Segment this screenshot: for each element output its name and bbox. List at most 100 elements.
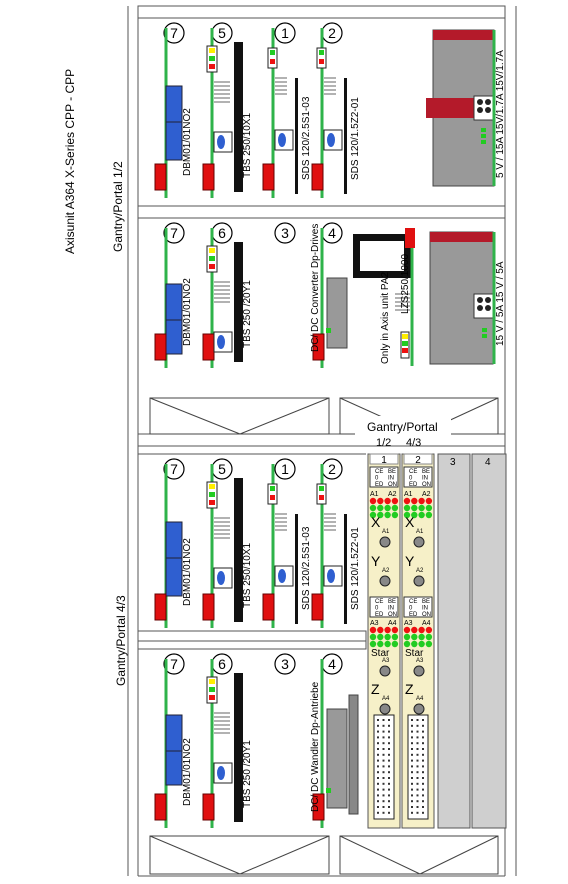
pin — [422, 782, 424, 785]
pin — [416, 800, 419, 803]
slot-number: 7 — [170, 25, 178, 41]
led-green — [425, 504, 433, 512]
pin — [382, 759, 385, 762]
led-green — [391, 633, 399, 641]
slot-number-circle — [274, 458, 296, 480]
pin — [422, 753, 424, 756]
status-badge: CE — [409, 599, 417, 605]
blue-module — [165, 283, 183, 321]
blue-module — [165, 557, 183, 597]
row-label: A3 — [404, 620, 413, 627]
axis-card-slot-number: 1 — [381, 455, 387, 466]
pin — [422, 777, 424, 779]
pin — [377, 765, 379, 768]
pin — [411, 782, 413, 785]
axis-letter: Z — [405, 681, 414, 697]
slot-number: 4 — [328, 225, 336, 241]
pin — [377, 748, 379, 750]
blue-indicator — [217, 766, 225, 780]
backplane-bar — [234, 42, 243, 192]
axis-connector — [413, 665, 425, 677]
pin — [416, 736, 419, 739]
pin — [411, 800, 413, 803]
pin — [422, 736, 424, 739]
status-badge: CE — [375, 469, 383, 475]
status-badge: ED — [409, 612, 418, 618]
pin — [416, 765, 419, 768]
pin — [416, 748, 419, 750]
blue-module — [165, 121, 183, 161]
led-red — [403, 497, 411, 505]
axis-letter: X — [371, 514, 381, 530]
slot-number-circle — [163, 653, 185, 675]
status-badge: IN — [422, 606, 428, 612]
axis-sub-label: A2 — [416, 568, 424, 574]
led-green — [425, 640, 433, 648]
blue-indicator — [217, 335, 225, 349]
blue-indicator — [217, 571, 225, 585]
led-green — [411, 511, 418, 519]
psu-rack-1-label: 5 V / 15A 15V/1.7A 15V/1.7A — [495, 50, 506, 178]
row-label: A2 — [388, 491, 397, 498]
pin — [382, 782, 385, 785]
status-badge: CE — [375, 599, 383, 605]
module-label: Only in Axis unit PA2 — [380, 271, 391, 364]
pin — [388, 806, 390, 808]
led-green — [270, 50, 275, 55]
led-green — [369, 640, 377, 648]
status-badge: 0 — [409, 606, 413, 612]
axis-letter: Y — [371, 553, 381, 569]
pin — [411, 748, 413, 750]
pin — [377, 759, 379, 762]
led-yellow — [209, 484, 215, 489]
pin — [382, 794, 385, 797]
led-green — [369, 504, 377, 512]
pin — [377, 736, 379, 739]
slot-number-circle — [163, 458, 185, 480]
led-red — [369, 626, 377, 634]
blue-indicator — [278, 133, 286, 147]
pin — [388, 771, 390, 774]
blue-module — [165, 521, 183, 559]
module-label: TBS 250 /20Y1 — [242, 740, 253, 808]
pin — [377, 753, 379, 756]
pin — [382, 719, 385, 721]
slot-number-circle — [274, 22, 296, 44]
blue-indicator — [278, 569, 286, 583]
slot-number: 5 — [218, 25, 226, 41]
pin — [388, 724, 390, 727]
backplane-bar — [344, 514, 347, 624]
pin — [411, 742, 413, 745]
row-label: A3 — [370, 620, 379, 627]
led-green — [209, 492, 215, 497]
slot-number: 1 — [281, 25, 289, 41]
pin — [382, 742, 385, 745]
gantry-label-middle-right: 4/3 — [406, 437, 421, 449]
slot-number: 6 — [218, 656, 226, 672]
led-green — [377, 633, 384, 641]
pin — [411, 794, 413, 797]
pin — [416, 742, 419, 745]
chassis-frame — [127, 5, 517, 877]
status-badge: 0 — [409, 476, 413, 482]
pin — [388, 730, 390, 733]
status-badge: BE — [422, 469, 430, 475]
module-label: DC/ DC Wandler Dp-Antriebe — [310, 681, 321, 812]
row-label: A2 — [422, 491, 431, 498]
led-red — [384, 497, 391, 505]
status-badge: ON — [422, 612, 431, 618]
slot-number: 5 — [218, 461, 226, 477]
backplane-bar — [234, 242, 243, 362]
pin — [388, 811, 390, 814]
pin — [377, 800, 379, 803]
empty-slot-4: 4 — [471, 453, 507, 829]
red-connector — [154, 793, 167, 821]
slot-number-circle — [163, 222, 185, 244]
pin — [422, 771, 424, 774]
red-connector — [202, 163, 215, 191]
module-label: DBM01/01NO2 — [182, 738, 193, 806]
led-green — [384, 511, 391, 519]
blue-module — [165, 714, 183, 752]
led-green — [319, 50, 324, 55]
